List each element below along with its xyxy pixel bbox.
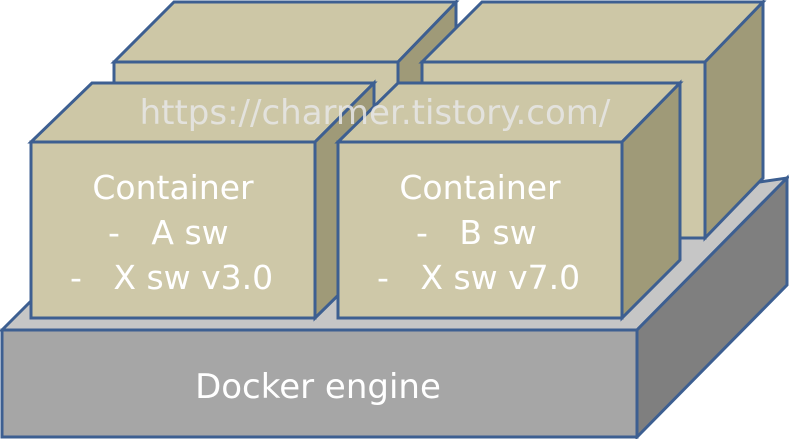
watermark-text: https://charmer.tistory.com/ (140, 93, 611, 133)
container-1: Container - A sw - X sw v3.0 (27, 79, 378, 322)
engine-front-face (0, 328, 639, 439)
container-1-line-1: - A sw (108, 213, 229, 252)
engine-label: Docker engine (195, 367, 441, 407)
container-1-line-2: - X sw v3.0 (70, 258, 273, 297)
container-1-front (29, 140, 317, 320)
container-2-line-1: - B sw (416, 213, 537, 252)
container-2-front (336, 140, 624, 320)
container-2-title: Container (399, 168, 561, 207)
container-1-title: Container (92, 168, 254, 207)
container-2: Container - B sw - X sw v7.0 (334, 79, 684, 322)
container-2-line-2: - X sw v7.0 (377, 258, 580, 297)
